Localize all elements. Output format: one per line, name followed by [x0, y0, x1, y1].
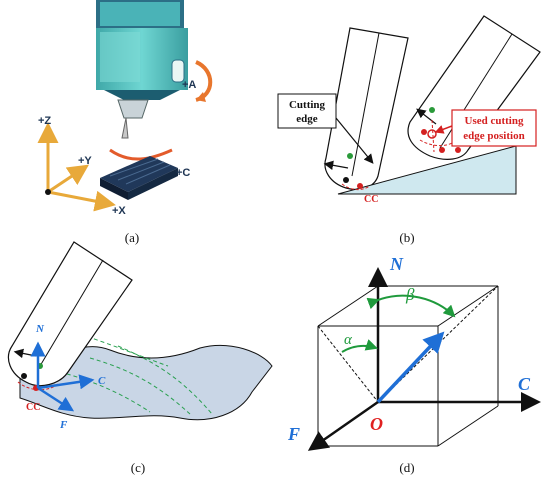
label-n-d: N	[389, 254, 404, 274]
freeform-surface	[19, 344, 273, 421]
label-axis-c: +C	[176, 167, 190, 179]
label-f-d: F	[287, 424, 300, 444]
label-cc-b: CC	[364, 194, 378, 205]
label-f-c: F	[59, 419, 68, 431]
panel-c: N C F CC (c)	[7, 241, 273, 475]
label-c-c: C	[98, 375, 106, 387]
rotary-table	[100, 156, 178, 200]
cutting-vector-c	[37, 374, 95, 390]
label-o-d: O	[370, 414, 383, 434]
panel-b: Cutting edge Used cutting edge position …	[277, 15, 541, 245]
label-used-cutting-1: Used cutting	[465, 115, 524, 127]
work-surface-b	[337, 145, 517, 195]
tool-left	[324, 27, 409, 191]
panel-d: N C F O β α (d)	[287, 254, 541, 475]
x-axis-arrow	[47, 190, 116, 212]
y-axis-arrow	[47, 164, 89, 194]
label-axis-x: +X	[112, 205, 126, 217]
label-cc-c: CC	[26, 402, 40, 413]
cutting-edge-box	[277, 93, 337, 129]
label-cutting-edge-1: Cutting	[289, 99, 326, 111]
panel-a: +A +C +Z +Y +X (a)	[37, 0, 213, 245]
caption-c: (c)	[131, 460, 145, 475]
label-alpha: α	[344, 332, 353, 348]
label-c-d: C	[518, 374, 531, 394]
label-used-cutting-2: edge position	[463, 130, 524, 142]
label-n-c: N	[35, 323, 45, 335]
label-axis-a: +A	[182, 79, 196, 91]
label-axis-z: +Z	[38, 115, 51, 127]
tool-a	[121, 117, 129, 139]
alpha-arc	[341, 339, 378, 353]
caption-d: (d)	[399, 460, 414, 475]
f-axis-arrow	[307, 400, 379, 451]
spindle-head	[96, 0, 188, 119]
beta-arc	[366, 294, 456, 318]
caption-b: (b)	[399, 230, 414, 245]
tool-axis-vector	[376, 331, 445, 404]
used-cutting-box	[451, 109, 537, 147]
feed-vector-c	[37, 386, 75, 412]
label-cutting-edge-2: edge	[296, 113, 318, 125]
rotate-c-icon	[109, 148, 173, 161]
caption-a: (a)	[125, 230, 139, 245]
label-axis-y: +Y	[78, 155, 92, 167]
label-beta: β	[405, 285, 415, 304]
